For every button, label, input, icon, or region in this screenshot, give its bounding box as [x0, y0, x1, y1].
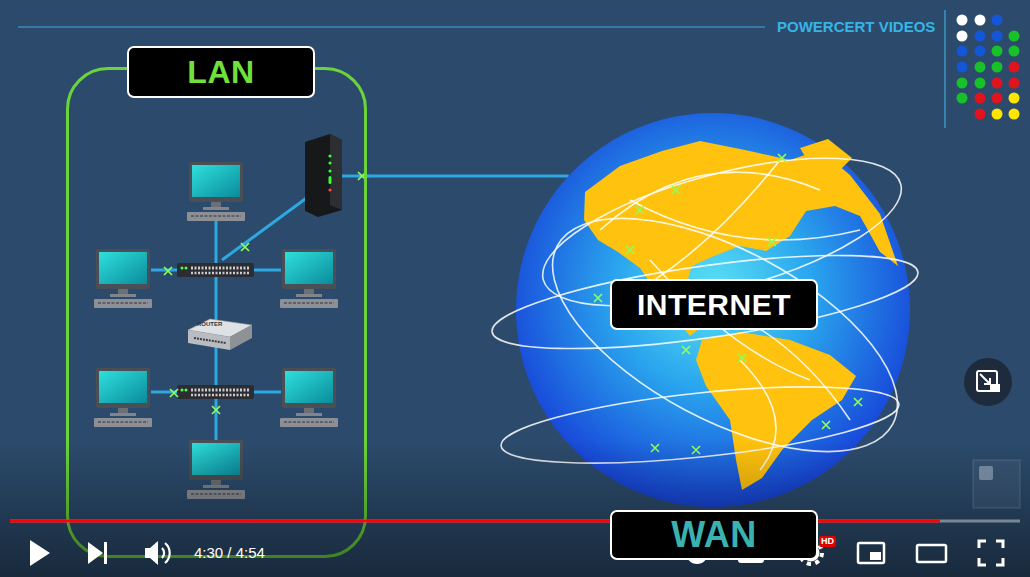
side-icon [973, 460, 1020, 508]
router-label: ROUTER [197, 321, 222, 327]
lan-wiring [151, 176, 369, 441]
internet-title: INTERNET [610, 279, 818, 330]
network-link [367, 175, 569, 178]
wan-box: WAN [610, 510, 818, 560]
channel-watermark: POWERCERT VIDEOS [777, 18, 935, 35]
time-display: 4:30 / 4:54 [194, 544, 265, 561]
next-button [88, 542, 107, 564]
overlay-button [964, 358, 1012, 406]
header-divider [944, 10, 945, 128]
router [188, 319, 252, 350]
play-button [30, 540, 50, 566]
modem [305, 134, 342, 217]
lan-title: LAN [127, 46, 315, 98]
link-markers [164, 172, 366, 414]
miniplayer-button [858, 543, 884, 563]
bottom-shade [0, 440, 1030, 577]
wan-title: WAN [610, 510, 818, 560]
switches [177, 263, 254, 399]
header-rule [18, 26, 765, 27]
hd-badge: HD [819, 536, 836, 547]
theater-button [917, 545, 946, 562]
volume-button [145, 541, 170, 565]
fullscreen-button [979, 541, 1003, 565]
logo-dots [957, 15, 1020, 120]
progress-track [10, 520, 1020, 523]
